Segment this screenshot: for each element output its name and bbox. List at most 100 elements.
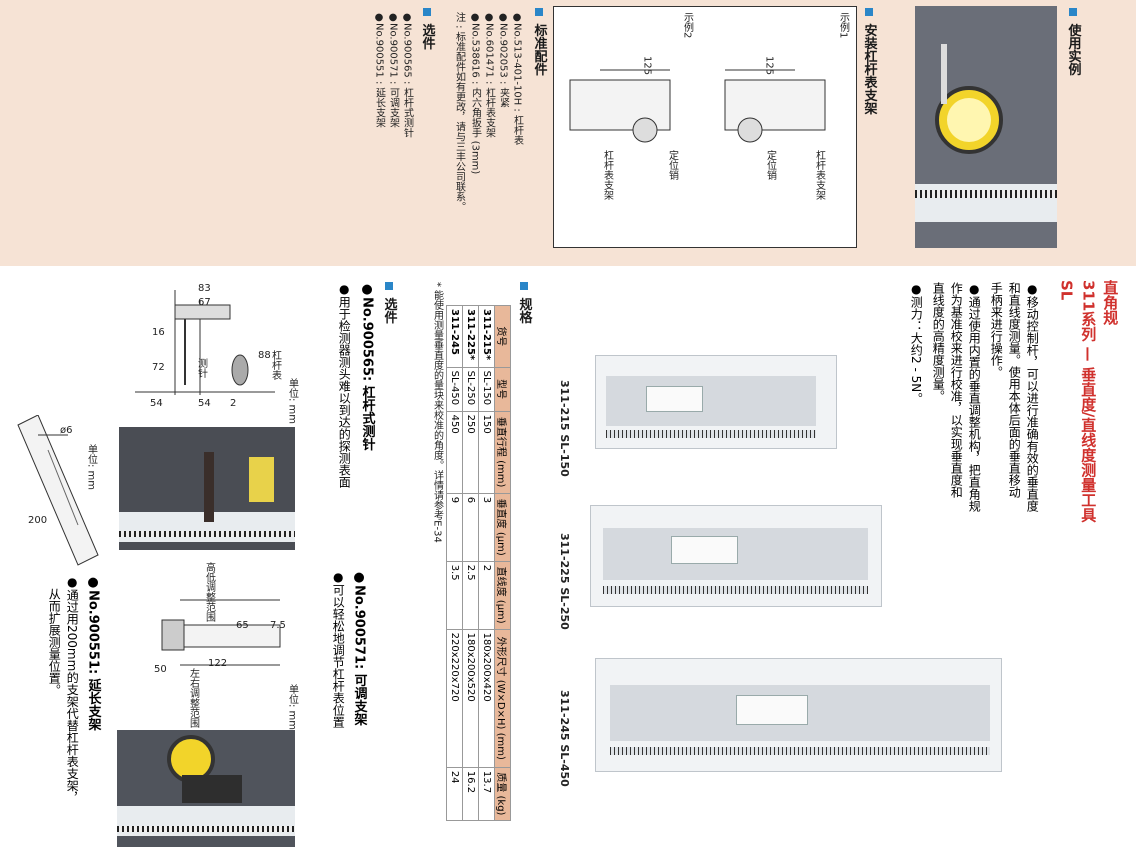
- table-row: 311-225* SL-250 250 6 2.5 180x200x520 16…: [462, 305, 479, 821]
- table-cell: 16.2: [462, 767, 479, 821]
- spec-header-cell: 外形尺寸 (W×D×H) (mm): [494, 629, 511, 768]
- mounting-title: 安装杠杆表支架: [860, 8, 878, 115]
- opt-item2-title: ●No.900571: 可调支架: [351, 570, 367, 726]
- spec-table: 货号 型号 垂直行程 (mm) 垂直度 (μm) 直线度 (μm) 外形尺寸 (…: [446, 305, 511, 821]
- unit-b: 单位: mm: [286, 684, 298, 731]
- dim-7-5: 7.5: [270, 620, 286, 631]
- std-acc-note: 注 : 标准配件如有更改，请与三丰公司联系。: [453, 12, 465, 212]
- product-311-225: [590, 505, 882, 607]
- dim-phi6: ø6: [60, 425, 73, 436]
- opt-top-1: ●No.900565 : 杠杆式测针: [401, 12, 413, 138]
- optional-top-title: 选件: [418, 8, 436, 50]
- model-title: SL: [1057, 280, 1076, 301]
- adjustable-holder-drawing: [161, 599, 281, 666]
- dim-54a: 54: [150, 398, 163, 409]
- product-311-245: [595, 658, 1002, 772]
- product-311-215: [595, 355, 837, 449]
- dim-88: 88: [258, 350, 271, 361]
- unit-c: 单位: mm: [85, 444, 97, 491]
- feature-line-1: ●移动控制杆，可以进行准确有效的垂直度: [1025, 282, 1040, 512]
- spec-header-cell: 型号: [494, 367, 511, 412]
- opt-top-3: ●No.900551 : 延长支架: [373, 12, 385, 128]
- opt-top-2: ●No.900571 : 可调支架: [387, 12, 399, 128]
- standard-accessories-title: 标准配件: [530, 8, 548, 76]
- lever-stylus-drawing: [135, 290, 275, 395]
- table-row: 311-215* SL-150 150 3 2 180x200x420 13.7: [478, 305, 495, 821]
- table-cell: 13.7: [478, 767, 495, 821]
- label-lever-holder-a: 杠杆表支架: [601, 150, 613, 200]
- table-cell: 180x200x520: [462, 629, 479, 768]
- feature-line-3: 手柄来进行操作。: [989, 282, 1004, 378]
- dim-50: 50: [154, 664, 167, 675]
- dim-65: 65: [236, 620, 249, 631]
- feature-line-2: 和直线度测量。使用本体后面的垂直移动: [1007, 282, 1022, 498]
- feature-line-7: ●测力：大约2 - 5N。: [909, 282, 924, 405]
- dim-54b: 54: [198, 398, 211, 409]
- label-lr-range: 左右调整范围: [187, 668, 199, 728]
- dim-16: 16: [152, 327, 165, 338]
- table-cell: 3: [478, 493, 495, 562]
- label-up-range: 高低调整范围: [203, 562, 215, 622]
- opt-item2-desc: ●可以轻松地调节杠杆表位置: [331, 570, 346, 728]
- opt-item3-desc-2: 从而扩展测量位置。: [47, 588, 62, 696]
- label-stylus: 测针: [195, 358, 207, 378]
- std-acc-2: ●No.902053 : 夹紧: [497, 12, 509, 108]
- table-cell: 9: [446, 493, 463, 562]
- spec-table-wrap: 货号 型号 垂直行程 (mm) 垂直度 (μm) 直线度 (μm) 外形尺寸 (…: [446, 305, 511, 821]
- table-cell: 6: [462, 493, 479, 562]
- usage-photo: [915, 6, 1057, 248]
- table-cell: 311-225*: [462, 305, 479, 368]
- spec-header-cell: 垂直行程 (mm): [494, 411, 511, 494]
- dim-83: 83: [198, 283, 211, 294]
- opt-item1-title: ●No.900565: 杠杆式测针: [359, 282, 375, 451]
- table-cell: 2.5: [462, 561, 479, 630]
- spec-header-row: 货号 型号 垂直行程 (mm) 垂直度 (μm) 直线度 (μm) 外形尺寸 (…: [494, 305, 511, 821]
- feature-line-5: 作为基准校来进行校准，以实现垂直度和: [949, 282, 964, 498]
- product-label-3: 311-245 SL-450: [558, 690, 571, 787]
- dim-125-b: 125: [763, 56, 775, 76]
- table-cell: 24: [446, 767, 463, 821]
- adjustable-holder-photo: [117, 730, 295, 847]
- label-pin-b: 定位销: [764, 150, 776, 180]
- table-cell: 3.5: [446, 561, 463, 630]
- lever-stylus-photo: [119, 427, 295, 550]
- label-lever: 杠杆表: [269, 350, 281, 380]
- optional-bottom-title: 选件: [380, 282, 398, 324]
- table-cell: 180x200x420: [478, 629, 495, 768]
- spec-header-cell: 直线度 (μm): [494, 561, 511, 630]
- dim-125-a: 125: [641, 56, 653, 76]
- page-title: 直角规: [1101, 280, 1120, 325]
- table-cell: 450: [446, 411, 463, 494]
- dim-200: 200: [28, 515, 48, 526]
- mounting-example1: 示例1: [837, 12, 849, 39]
- extension-holder-drawing: [17, 415, 99, 566]
- unit-a: 单位: mm: [286, 378, 298, 425]
- label-lever-holder-b: 杠杆表支架: [813, 150, 825, 200]
- series-title: 311系列 — 垂直度/直线度测量工具: [1079, 280, 1098, 523]
- spec-header-cell: 垂直度 (μm): [494, 493, 511, 562]
- dim-122: 122: [208, 658, 228, 669]
- std-acc-1: ●No.513-401-10H : 杠杆表: [511, 12, 523, 145]
- product-label-1: 311-215 SL-150: [558, 380, 571, 477]
- mounting-example2: 示例2: [681, 12, 693, 39]
- table-cell: 2: [478, 561, 495, 630]
- table-cell: 311-245: [446, 305, 463, 368]
- dim-67: 67: [198, 297, 211, 308]
- std-acc-4: ●No.538616 : 内六角扳手 (3mm): [469, 12, 481, 175]
- opt-item3-title: ●No.900551: 延长支架: [85, 575, 101, 731]
- opt-item1-desc: ●用于检测器测头难以到达的探测表面: [337, 282, 352, 488]
- spec-title: 规格: [515, 282, 533, 324]
- table-cell: SL-450: [446, 367, 463, 412]
- std-acc-3: ●No.601471 : 杠杆表支架: [483, 12, 495, 138]
- label-pin-a: 定位销: [666, 150, 678, 180]
- dim-72: 72: [152, 362, 165, 373]
- feature-line-4: ●通过使用内置的垂直调整机构，把直角规: [967, 282, 982, 512]
- table-cell: 250: [462, 411, 479, 494]
- usage-example-title: 使用实例: [1064, 8, 1082, 76]
- table-cell: 220x220x720: [446, 629, 463, 768]
- table-cell: SL-150: [478, 367, 495, 412]
- table-row: 311-245 SL-450 450 9 3.5 220x220x720 24: [446, 305, 463, 821]
- table-cell: 311-215*: [478, 305, 495, 368]
- opt-item3-desc-1: ●通过用200mm的支架代替杠杆表支架，: [65, 575, 80, 804]
- feature-line-6: 直线度的高精度测量。: [931, 282, 946, 402]
